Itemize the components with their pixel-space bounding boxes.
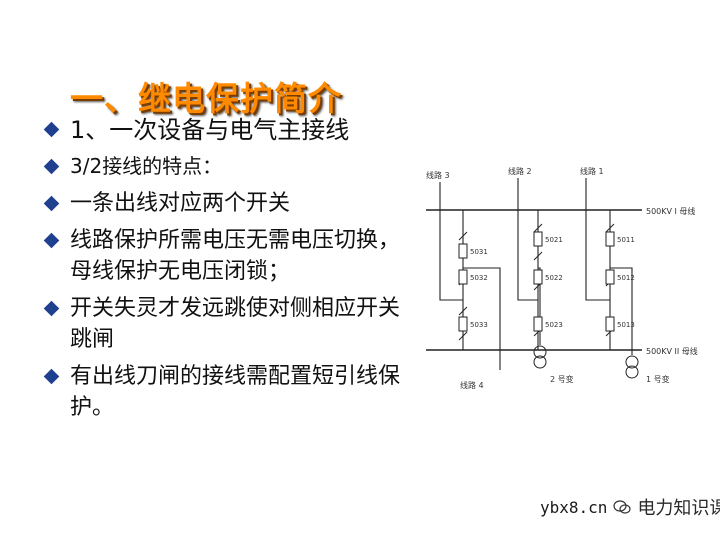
line-2-tap [517, 178, 538, 301]
transformer-1-icon [625, 365, 639, 379]
diamond-bullet-icon [43, 158, 60, 175]
watermark: ybx8.cn 电力知识课堂 [540, 494, 720, 520]
slide-title: 一、继电保护简介 [70, 79, 342, 118]
line-3-tap [439, 182, 463, 301]
breaker-label: 5033 [470, 321, 488, 329]
line-1-tap [585, 178, 610, 301]
breaker-label: 5032 [470, 274, 488, 282]
line-2-label: 线路 2 [508, 166, 532, 176]
transformer-1-icon [625, 355, 639, 369]
breaker-5021 [533, 231, 543, 247]
transformer-2-label: 2 号变 [550, 374, 574, 384]
wiring-diagram: 500KV I 母线 500KV II 母线 [426, 166, 698, 390]
bullet-text: 线路保护所需电压无需电压切换，母线保护无电压闭锁； [70, 228, 401, 284]
bullet-item: 线路保护所需电压无需电压切换，母线保护无电压闭锁； [43, 225, 416, 287]
breaker-5031 [458, 243, 468, 259]
transformer-1-label: 1 号变 [646, 374, 670, 384]
bullet-text: 1、一次设备与电气主接线 [70, 116, 350, 144]
line-3-label: 线路 3 [426, 170, 450, 180]
breaker-label: 5012 [617, 274, 635, 282]
disconnect-mark [533, 251, 543, 261]
line-4-label: 线路 4 [460, 380, 484, 390]
breaker-label: 5011 [617, 236, 635, 244]
bullet-item: 1、一次设备与电气主接线 [43, 112, 416, 148]
bus-1-label: 500KV I 母线 [646, 206, 695, 216]
breaker-label: 5031 [470, 248, 488, 256]
disconnect-mark [458, 306, 468, 316]
breaker-label: 5023 [545, 321, 563, 329]
bullet-text: 3/2接线的特点： [70, 154, 223, 178]
bullet-text: 一条出线对应两个开关 [70, 191, 291, 216]
diamond-bullet-icon [43, 232, 60, 249]
bullet-text: 开关失灵才发远跳使对侧相应开关跳闸 [70, 296, 401, 352]
breaker-5013 [605, 316, 615, 332]
diamond-bullet-icon [43, 195, 60, 212]
bullet-list: 1、一次设备与电气主接线 3/2接线的特点： 一条出线对应两个开关 线路保护所需… [43, 112, 416, 423]
bullet-text: 有出线刀闸的接线需配置短引线保护。 [70, 364, 401, 420]
breaker-label: 5021 [545, 236, 563, 244]
diamond-bullet-icon [43, 300, 60, 317]
breaker-5023 [533, 316, 543, 332]
breaker-5033 [458, 316, 468, 332]
breaker-5012 [605, 269, 615, 285]
line-4-tap [463, 267, 501, 370]
transformer-2-icon [533, 355, 547, 369]
disconnect-mark [533, 223, 543, 233]
bus-2-label: 500KV II 母线 [646, 346, 698, 356]
watermark-url: ybx8.cn [540, 497, 608, 517]
diamond-bullet-icon [43, 368, 60, 385]
transformer-2-icon [533, 345, 547, 359]
watermark-name: 电力知识课堂 [637, 498, 720, 519]
line-1-label: 线路 1 [580, 166, 604, 176]
breaker-5022 [533, 269, 543, 285]
bullet-item: 3/2接线的特点： [43, 150, 416, 182]
disconnect-mark [458, 231, 468, 241]
breaker-label: 5022 [545, 274, 563, 282]
bullet-item: 有出线刀闸的接线需配置短引线保护。 [43, 361, 416, 423]
breaker-5011 [605, 231, 615, 247]
wechat-icon [613, 500, 632, 514]
transformer-1-tap [610, 267, 633, 355]
breaker-5032 [458, 269, 468, 285]
bullet-item: 开关失灵才发远跳使对侧相应开关跳闸 [43, 293, 416, 355]
disconnect-mark [605, 223, 615, 233]
bullet-item: 一条出线对应两个开关 [43, 188, 416, 219]
diamond-bullet-icon [43, 121, 60, 138]
disconnect-mark [458, 331, 468, 341]
breaker-label: 5013 [617, 321, 635, 329]
